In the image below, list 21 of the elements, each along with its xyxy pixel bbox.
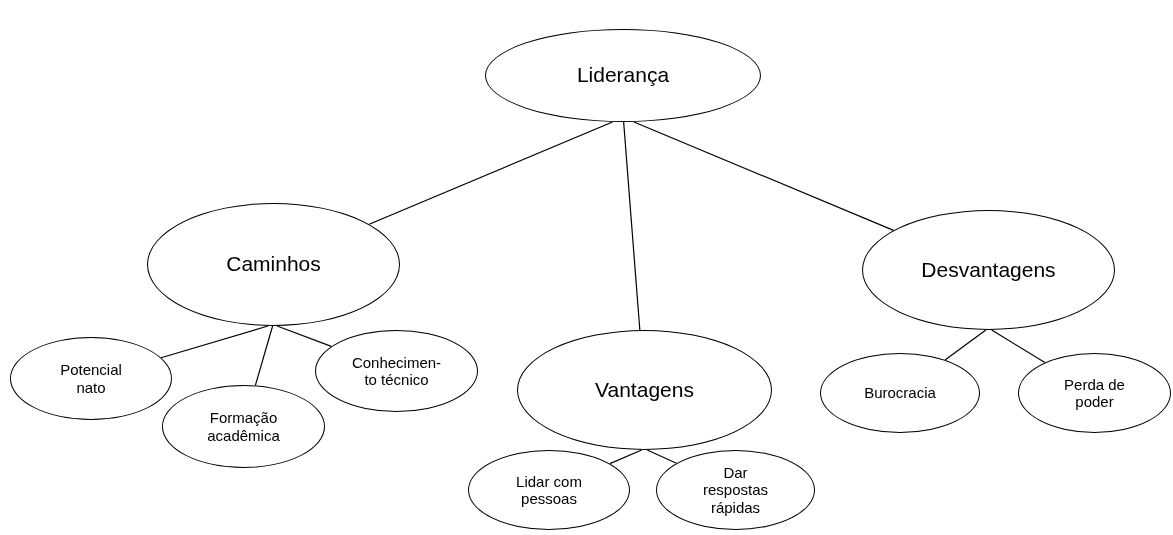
node-label: Potencial nato	[59, 361, 123, 396]
connector-line	[254, 325, 274, 387]
connector-line	[633, 121, 895, 231]
connector-line	[623, 121, 641, 331]
node-label: Caminhos	[226, 251, 321, 278]
connector-line	[368, 121, 614, 225]
node-label: Dar respostas rápidas	[701, 464, 769, 516]
connector-line	[944, 329, 987, 361]
node-label: Vantagens	[595, 376, 694, 403]
connector-line	[991, 329, 1046, 364]
node-label: Conhecimen- to técnico	[350, 353, 443, 389]
node-label: Liderança	[576, 62, 670, 89]
connector-line	[646, 449, 678, 464]
node-label: Formação acadêmica	[206, 409, 281, 444]
node-label: Desvantagens	[921, 256, 1056, 283]
connector-line	[609, 449, 643, 465]
connector-line	[160, 325, 269, 359]
connector-line	[276, 325, 332, 347]
node-label: Perda de poder	[1063, 375, 1126, 411]
node-label: Lidar com pessoas	[515, 472, 583, 508]
node-label: Burocracia	[864, 384, 936, 402]
